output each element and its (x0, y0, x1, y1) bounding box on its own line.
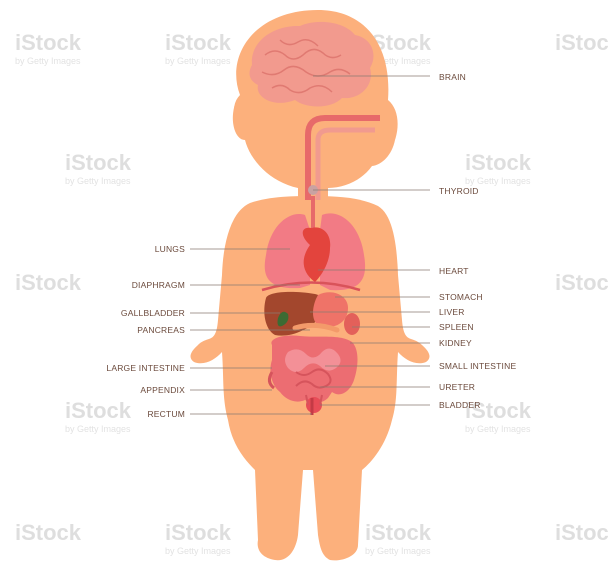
label-rectum: RECTUM (147, 409, 185, 419)
label-large-intestine: LARGE INTESTINE (106, 363, 185, 373)
watermark-brand: iStock (15, 30, 82, 55)
watermark-brand: iStock (365, 520, 432, 545)
label-liver: LIVER (439, 307, 465, 317)
label-lungs: LUNGS (155, 244, 185, 254)
watermark-credit: by Getty Images (65, 424, 131, 434)
watermark-brand: iStock (15, 520, 82, 545)
watermark-brand: iStock (165, 520, 232, 545)
watermark-brand: iStock (15, 270, 82, 295)
watermark-credit: by Getty Images (365, 546, 431, 556)
label-appendix: APPENDIX (140, 385, 185, 395)
watermark-credit: by Getty Images (65, 176, 131, 186)
label-pancreas: PANCREAS (137, 325, 185, 335)
watermark-credit: by Getty Images (465, 176, 531, 186)
large-intestine-shape (270, 335, 357, 402)
bladder-shape (306, 397, 322, 413)
label-gallbladder: GALLBLADDER (121, 308, 185, 318)
watermark-brand: iStock (555, 270, 610, 295)
watermark-brand: iStock (165, 30, 232, 55)
label-stomach: STOMACH (439, 292, 483, 302)
spleen-shape (344, 313, 360, 335)
watermark-credit: by Getty Images (165, 546, 231, 556)
watermark-brand: iStock (65, 150, 132, 175)
label-heart: HEART (439, 266, 469, 276)
watermark-credit: by Getty Images (15, 56, 81, 66)
watermark-brand: iStock (555, 30, 610, 55)
label-thyroid: THYROID (439, 186, 479, 196)
label-spleen: SPLEEN (439, 322, 474, 332)
label-ureter: URETER (439, 382, 475, 392)
watermark-brand: iStock (555, 520, 610, 545)
label-bladder: BLADDER (439, 400, 481, 410)
watermark-credit: by Getty Images (465, 424, 531, 434)
label-diaphragm: DIAPHRAGM (132, 280, 185, 290)
label-brain: BRAIN (439, 72, 466, 82)
ear-shape (234, 92, 262, 128)
watermark-brand: iStock (465, 150, 532, 175)
label-small-intestine: SMALL INTESTINE (439, 361, 516, 371)
watermark-brand: iStock (65, 398, 132, 423)
watermark-credit: by Getty Images (165, 56, 231, 66)
label-kidney: KIDNEY (439, 338, 472, 348)
